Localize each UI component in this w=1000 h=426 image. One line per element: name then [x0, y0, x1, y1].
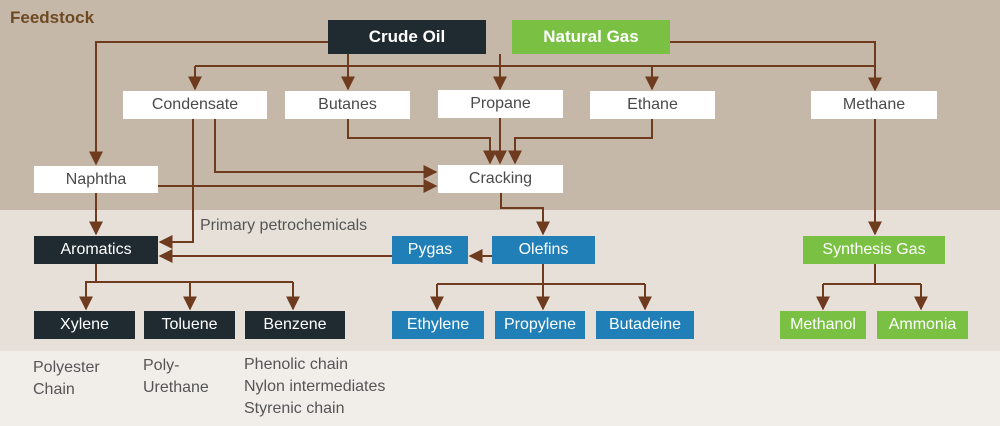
benzene-end-use: Phenolic chain Nylon intermediates Styre… — [244, 354, 385, 420]
arrow-butanes-to-cracking — [347, 119, 497, 165]
methanol-box: Methanol — [780, 311, 866, 339]
arrow-condensate-to-aromatics — [158, 119, 194, 249]
arrow-ethane-to-cracking — [508, 119, 653, 165]
end-use-line: Nylon intermediates — [244, 378, 386, 395]
arrow-crude-to-naphtha — [89, 41, 328, 166]
toluene-box: Toluene — [144, 311, 235, 339]
propane-box: Propane — [438, 90, 563, 118]
olefins-box: Olefins — [492, 236, 595, 264]
natural-gas-box: Natural Gas — [512, 20, 670, 54]
xylene-end-use: Polyester Chain — [33, 357, 100, 401]
arrow-cracking-to-olefins — [500, 193, 550, 236]
arrow-condensate-to-cracking — [214, 119, 438, 179]
arrow-olefins-fanout — [437, 264, 645, 285]
cracking-box: Cracking — [438, 165, 563, 193]
xylene-box: Xylene — [34, 311, 135, 339]
arrow-aromatics-fanout — [85, 264, 293, 290]
end-use-line: Urethane — [143, 379, 209, 396]
end-use-line: Chain — [33, 381, 75, 398]
ethylene-box: Ethylene — [392, 311, 484, 339]
end-use-line: Polyester — [33, 359, 100, 376]
primary-petrochemicals-label: Primary petrochemicals — [200, 217, 368, 234]
ammonia-box: Ammonia — [877, 311, 968, 339]
propylene-box: Propylene — [495, 311, 585, 339]
pygas-box: Pygas — [392, 236, 468, 264]
ethane-box: Ethane — [590, 91, 715, 119]
synthesis-gas-box: Synthesis Gas — [803, 236, 945, 264]
end-use-line: Poly- — [143, 357, 180, 374]
arrow-gas-to-methane — [670, 41, 882, 92]
butanes-box: Butanes — [285, 91, 410, 119]
condensate-box: Condensate — [123, 91, 267, 119]
aromatics-box: Aromatics — [34, 236, 158, 264]
end-use-line: Styrenic chain — [244, 400, 345, 417]
methane-box: Methane — [811, 91, 937, 119]
end-use-band — [0, 351, 1000, 426]
toluene-end-use: Poly- Urethane — [143, 355, 209, 399]
end-use-line: Phenolic chain — [244, 356, 349, 373]
feedstock-section-label: Feedstock — [10, 8, 95, 27]
benzene-box: Benzene — [245, 311, 345, 339]
naphtha-box: Naphtha — [34, 166, 158, 193]
butadeine-box: Butadeine — [596, 311, 694, 339]
crude-oil-box: Crude Oil — [328, 20, 486, 54]
arrow-syngas-fanout — [823, 264, 921, 285]
